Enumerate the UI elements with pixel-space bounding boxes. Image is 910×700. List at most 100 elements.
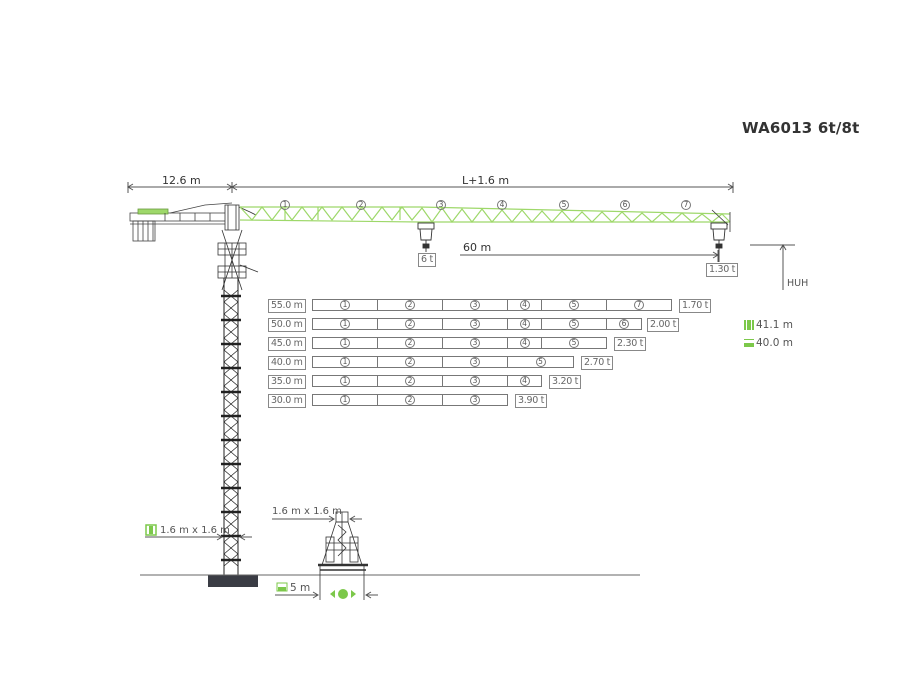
section-number: 1: [280, 200, 290, 210]
jib-segment: 2: [377, 375, 443, 387]
mobile-base: [318, 511, 368, 600]
section-number: 2: [405, 395, 415, 405]
jib-segment: 3: [442, 356, 508, 368]
jib-segment: 2: [377, 318, 443, 330]
section-number: 1: [340, 357, 350, 367]
jib: [239, 206, 731, 224]
base-width-dim: [275, 591, 378, 599]
config-length: 40.0 m: [268, 356, 306, 370]
mast: [221, 278, 241, 575]
jib-section-marker: 4: [497, 192, 507, 211]
hook-height-indicator: [750, 244, 795, 290]
config-length: 45.0 m: [268, 337, 306, 351]
config-tip-load: 3.90 t: [515, 394, 548, 408]
section-number: 3: [470, 357, 480, 367]
section-number: 1: [340, 395, 350, 405]
section-number: 4: [497, 200, 507, 210]
section-number: 2: [405, 376, 415, 386]
jib-length: L+1.6 m: [462, 174, 510, 187]
mast-section-label: 1.6 m x 1.6 m: [160, 525, 230, 536]
config-length: 50.0 m: [268, 318, 306, 332]
base-section-dim: [272, 515, 362, 523]
section-number: 4: [519, 300, 530, 310]
mast-section-dim: [145, 533, 252, 541]
legend-freestanding-height: 41.1 m: [744, 319, 793, 331]
section-number: 2: [405, 300, 415, 310]
counter-jib-length: 12.6 m: [162, 174, 201, 187]
config-length: 35.0 m: [268, 375, 306, 389]
config-length: 30.0 m: [268, 394, 306, 408]
hook-height-label: HUH: [787, 278, 809, 289]
config-tip-load: 2.30 t: [614, 337, 647, 351]
counter-jib: [129, 202, 233, 242]
config-row: 1 2 3 5: [312, 356, 574, 368]
jib-segment: 2: [377, 356, 443, 368]
section-number: 2: [356, 200, 366, 210]
config-row: 1 2 3 4 5 7: [312, 299, 672, 311]
top-dimension-line: [127, 182, 734, 193]
jib-segment: 4: [507, 318, 542, 330]
model-title: WA6013 6t/8t: [742, 119, 860, 137]
section-number: 5: [559, 200, 569, 210]
section-number: 3: [470, 376, 480, 386]
mast-height-icon: [744, 320, 754, 330]
move-arrows-icon: [330, 589, 356, 599]
section-number: 2: [405, 319, 415, 329]
section-number: 5: [569, 338, 579, 348]
radius-line: [460, 250, 719, 262]
jib-segment: 1: [312, 299, 378, 311]
jib-segment: 4: [507, 299, 542, 311]
config-row: 1 2 3 4 5 6: [312, 318, 642, 330]
section-number: 5: [569, 300, 579, 310]
jib-segment: 5: [541, 318, 607, 330]
section-number: 5: [535, 357, 546, 367]
base-width-icon: [276, 582, 288, 592]
jib-section-marker: 7: [681, 192, 691, 211]
jib-tip: [711, 209, 731, 232]
section-number: 3: [470, 300, 480, 310]
trolley-inner: [417, 222, 435, 252]
section-number: 2: [405, 357, 415, 367]
jib-segment: 1: [312, 337, 378, 349]
config-row: 1 2 3 4: [312, 375, 542, 387]
jib-segment: 5: [541, 337, 607, 349]
jib-segment: 1: [312, 318, 378, 330]
section-number: 6: [620, 200, 630, 210]
jib-segment: 2: [377, 337, 443, 349]
jib-segment: 3: [442, 299, 508, 311]
jib-segment: 3: [442, 394, 508, 406]
jib-segment: 3: [442, 375, 508, 387]
tower-head: [217, 204, 259, 291]
base-width-label: 5 m: [290, 582, 311, 594]
config-row: 1 2 3: [312, 394, 508, 406]
section-number: 7: [634, 300, 644, 310]
mast-section-icon: [145, 524, 157, 536]
section-number: 7: [681, 200, 691, 210]
jib-segment: 1: [312, 394, 378, 406]
section-number: 1: [340, 376, 350, 386]
section-number: 2: [405, 338, 415, 348]
jib-section-marker: 6: [620, 192, 630, 211]
section-number: 1: [340, 338, 350, 348]
jib-section-marker: 2: [356, 192, 366, 211]
section-number: 4: [519, 338, 530, 348]
base-section-label: 1.6 m x 1.6 m: [272, 506, 342, 517]
mobile-base-icon: [744, 339, 754, 347]
section-number: 3: [470, 395, 480, 405]
section-number: 3: [470, 319, 480, 329]
legend-mobile-base-height: 40.0 m: [744, 337, 793, 349]
config-tip-load: 1.70 t: [679, 299, 712, 313]
jib-section-marker: 3: [436, 192, 446, 211]
config-row: 1 2 3 4 5: [312, 337, 607, 349]
jib-segment: 1: [312, 375, 378, 387]
jib-segment: 5: [541, 299, 607, 311]
config-tip-load: 2.70 t: [581, 356, 614, 370]
section-number: 4: [519, 376, 530, 386]
jib-segment: 3: [442, 337, 508, 349]
trolley-tip: [710, 222, 728, 262]
jib-section-marker: 1: [280, 192, 290, 211]
jib-section-marker: 5: [559, 192, 569, 211]
jib-segment: 4: [507, 375, 542, 387]
section-number: 5: [569, 319, 579, 329]
